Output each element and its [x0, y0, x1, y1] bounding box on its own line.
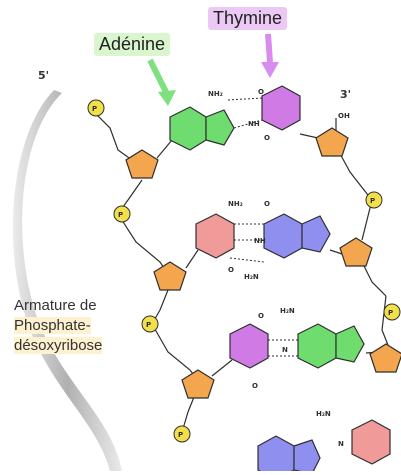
- phosphate: [87, 99, 105, 117]
- adenine-base-3: [297, 323, 365, 369]
- phosphate: [173, 425, 191, 443]
- backbone-ribbon: [12, 90, 122, 471]
- atom-label: OH: [338, 112, 350, 120]
- hydrogen-bonds: [227, 97, 298, 357]
- sugar-ring: [153, 261, 187, 291]
- thymine-base-3: [229, 323, 269, 369]
- backbone-label-line: Armature de: [14, 297, 97, 314]
- left-strand-bonds: [91, 109, 389, 433]
- guanine-base-4: [257, 435, 321, 475]
- atom-label: H₂N: [244, 273, 259, 281]
- atom-label: H₂N: [316, 410, 331, 418]
- five-prime-end-label: 5': [38, 69, 50, 82]
- adenine-label: Adénine: [94, 33, 171, 56]
- atom-label: NH: [254, 237, 266, 245]
- atom-label: P: [146, 321, 151, 329]
- backbone-label: Armature de Phosphate- désoxyribose: [14, 296, 164, 356]
- atom-label: H₂N: [280, 307, 295, 315]
- sugar-rings: [125, 127, 401, 399]
- atom-label: NH₂: [228, 200, 243, 208]
- phosphate: [113, 205, 131, 223]
- atom-label: P: [92, 105, 97, 113]
- adenine-base-1: [169, 106, 235, 151]
- atom-label: O: [228, 266, 234, 274]
- sugar-ring: [339, 237, 373, 267]
- cytosine-base-2: [195, 213, 235, 259]
- atom-label: O: [258, 88, 264, 96]
- atom-label: O: [252, 382, 258, 390]
- atom-label: O: [264, 134, 270, 142]
- phosphate: [141, 315, 159, 333]
- sugar-ring: [125, 149, 159, 179]
- backbone-label-line: désoxyribose: [14, 337, 103, 354]
- sugar-ring: [369, 343, 401, 373]
- thymine-label: Thymine: [208, 7, 288, 30]
- sugar-ring: [181, 369, 215, 399]
- atom-label: P: [178, 431, 183, 439]
- atom-label: O: [264, 200, 270, 208]
- phosphate: [383, 303, 401, 321]
- atom-label: NH: [248, 120, 260, 128]
- atom-label: O: [258, 312, 264, 320]
- phosphate: [365, 191, 383, 209]
- atom-label: P: [370, 197, 375, 205]
- atom-label: N: [282, 346, 288, 354]
- three-prime-end-label: 3': [340, 88, 352, 101]
- phosphate-groups: [87, 99, 401, 443]
- backbone-label-line: Phosphate-: [14, 317, 91, 334]
- cytosine-base-4: [351, 419, 391, 465]
- atom-label: P: [118, 211, 123, 219]
- sugar-ring: [315, 127, 349, 157]
- atom-label: N: [338, 440, 344, 448]
- atom-label: P: [388, 309, 393, 317]
- guanine-base-2: [263, 213, 331, 259]
- thymine-base-1: [261, 85, 301, 131]
- atom-label: NH₂: [208, 90, 223, 98]
